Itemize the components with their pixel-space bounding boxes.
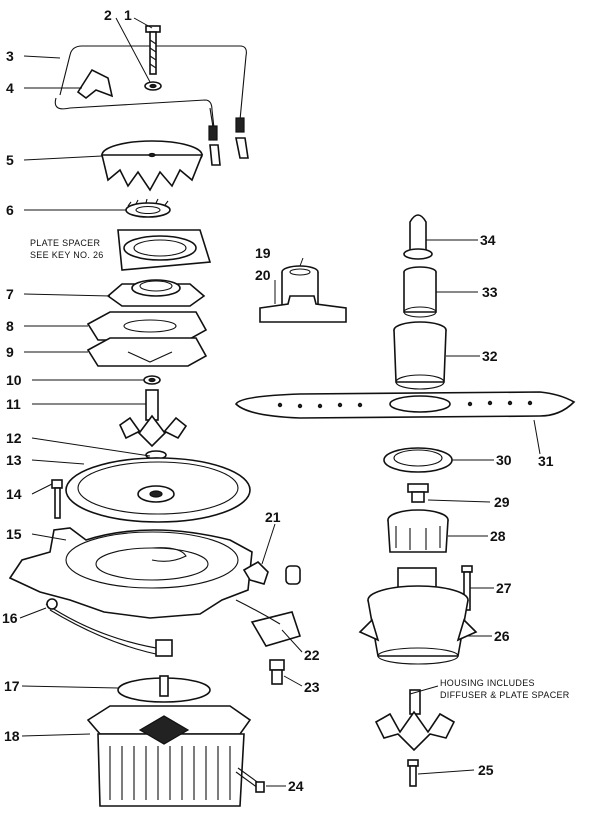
part-gasket-lower xyxy=(86,337,208,367)
key-label-24: 24 xyxy=(288,778,304,794)
key-label-17: 17 xyxy=(4,678,20,694)
key-label-20: 20 xyxy=(255,267,271,283)
key-label-21: 21 xyxy=(265,509,281,525)
key-label-33: 33 xyxy=(482,284,498,300)
key-label-8: 8 xyxy=(6,318,14,334)
key-label-32: 32 xyxy=(482,348,498,364)
key-label-23: 23 xyxy=(304,679,320,695)
key-label-27: 27 xyxy=(496,580,512,596)
key-label-13: 13 xyxy=(6,452,22,468)
part-bolt-left xyxy=(51,479,63,519)
key-label-10: 10 xyxy=(6,372,22,388)
part-link-arm xyxy=(45,598,173,657)
key-label-31: 31 xyxy=(538,453,554,469)
key-label-29: 29 xyxy=(494,494,510,510)
part-screw-bottom xyxy=(407,759,419,787)
part-large-gasket xyxy=(65,457,251,523)
key-label-19: 19 xyxy=(255,245,271,261)
part-diffuser xyxy=(387,509,449,553)
part-impeller-housing xyxy=(374,689,456,752)
part-pump-base xyxy=(8,527,253,619)
key-label-11: 11 xyxy=(6,396,21,412)
part-washer-top xyxy=(144,81,162,91)
key-label-34: 34 xyxy=(480,232,496,248)
part-ring-small xyxy=(143,375,161,385)
key-label-15: 15 xyxy=(6,526,22,542)
key-label-5: 5 xyxy=(6,152,14,168)
part-mount xyxy=(106,279,206,307)
key-label-25: 25 xyxy=(478,762,494,778)
part-plate-spacer xyxy=(117,229,212,271)
notes: PLATE SPACER SEE KEY NO. 26 HOUSING INCL… xyxy=(30,238,570,700)
part-gear xyxy=(125,198,171,218)
key-label-14: 14 xyxy=(6,486,22,502)
key-label-4: 4 xyxy=(6,80,14,96)
key-label-18: 18 xyxy=(4,728,20,744)
key-label-22: 22 xyxy=(304,647,320,663)
key-label-26: 26 xyxy=(494,628,510,644)
part-bolt-center xyxy=(407,483,429,503)
part-clip-right xyxy=(242,561,301,585)
part-housing xyxy=(358,567,478,665)
part-ring-large xyxy=(383,447,453,473)
part-impeller xyxy=(100,140,204,192)
part-screw-motor xyxy=(235,767,265,793)
leader-lines xyxy=(19,17,541,787)
plate-spacer-note-line1: PLATE SPACER xyxy=(30,238,100,248)
key-label-1: 1 xyxy=(124,7,132,23)
part-bracket xyxy=(54,45,249,166)
part-gasket-upper xyxy=(86,311,208,341)
part-nozzle-tube xyxy=(403,214,433,260)
key-label-6: 6 xyxy=(6,202,14,218)
part-sleeve xyxy=(403,266,437,318)
plate-spacer-note-line2: SEE KEY NO. 26 xyxy=(30,250,104,260)
key-label-3: 3 xyxy=(6,48,14,64)
part-clip xyxy=(76,68,114,100)
key-label-7: 7 xyxy=(6,286,14,302)
part-screw-top xyxy=(145,25,161,75)
part-motor xyxy=(86,705,252,807)
key-label-30: 30 xyxy=(496,452,512,468)
part-nut xyxy=(269,659,285,685)
key-label-9: 9 xyxy=(6,344,14,360)
part-holder xyxy=(259,295,347,323)
housing-note-line2: DIFFUSER & PLATE SPACER xyxy=(440,690,570,700)
part-spray-arm xyxy=(235,391,576,419)
housing-note-line1: HOUSING INCLUDES xyxy=(440,678,535,688)
key-labels: 1 2 3 4 5 6 7 8 9 10 11 12 13 14 15 16 1… xyxy=(2,7,554,794)
part-impeller-lower xyxy=(118,389,188,448)
key-label-12: 12 xyxy=(6,430,22,446)
key-label-16: 16 xyxy=(2,610,18,626)
part-motor-disc xyxy=(117,675,211,703)
part-cylinder xyxy=(393,321,447,390)
key-label-2: 2 xyxy=(104,7,112,23)
key-label-28: 28 xyxy=(490,528,506,544)
part-bracket-plate xyxy=(235,599,302,647)
